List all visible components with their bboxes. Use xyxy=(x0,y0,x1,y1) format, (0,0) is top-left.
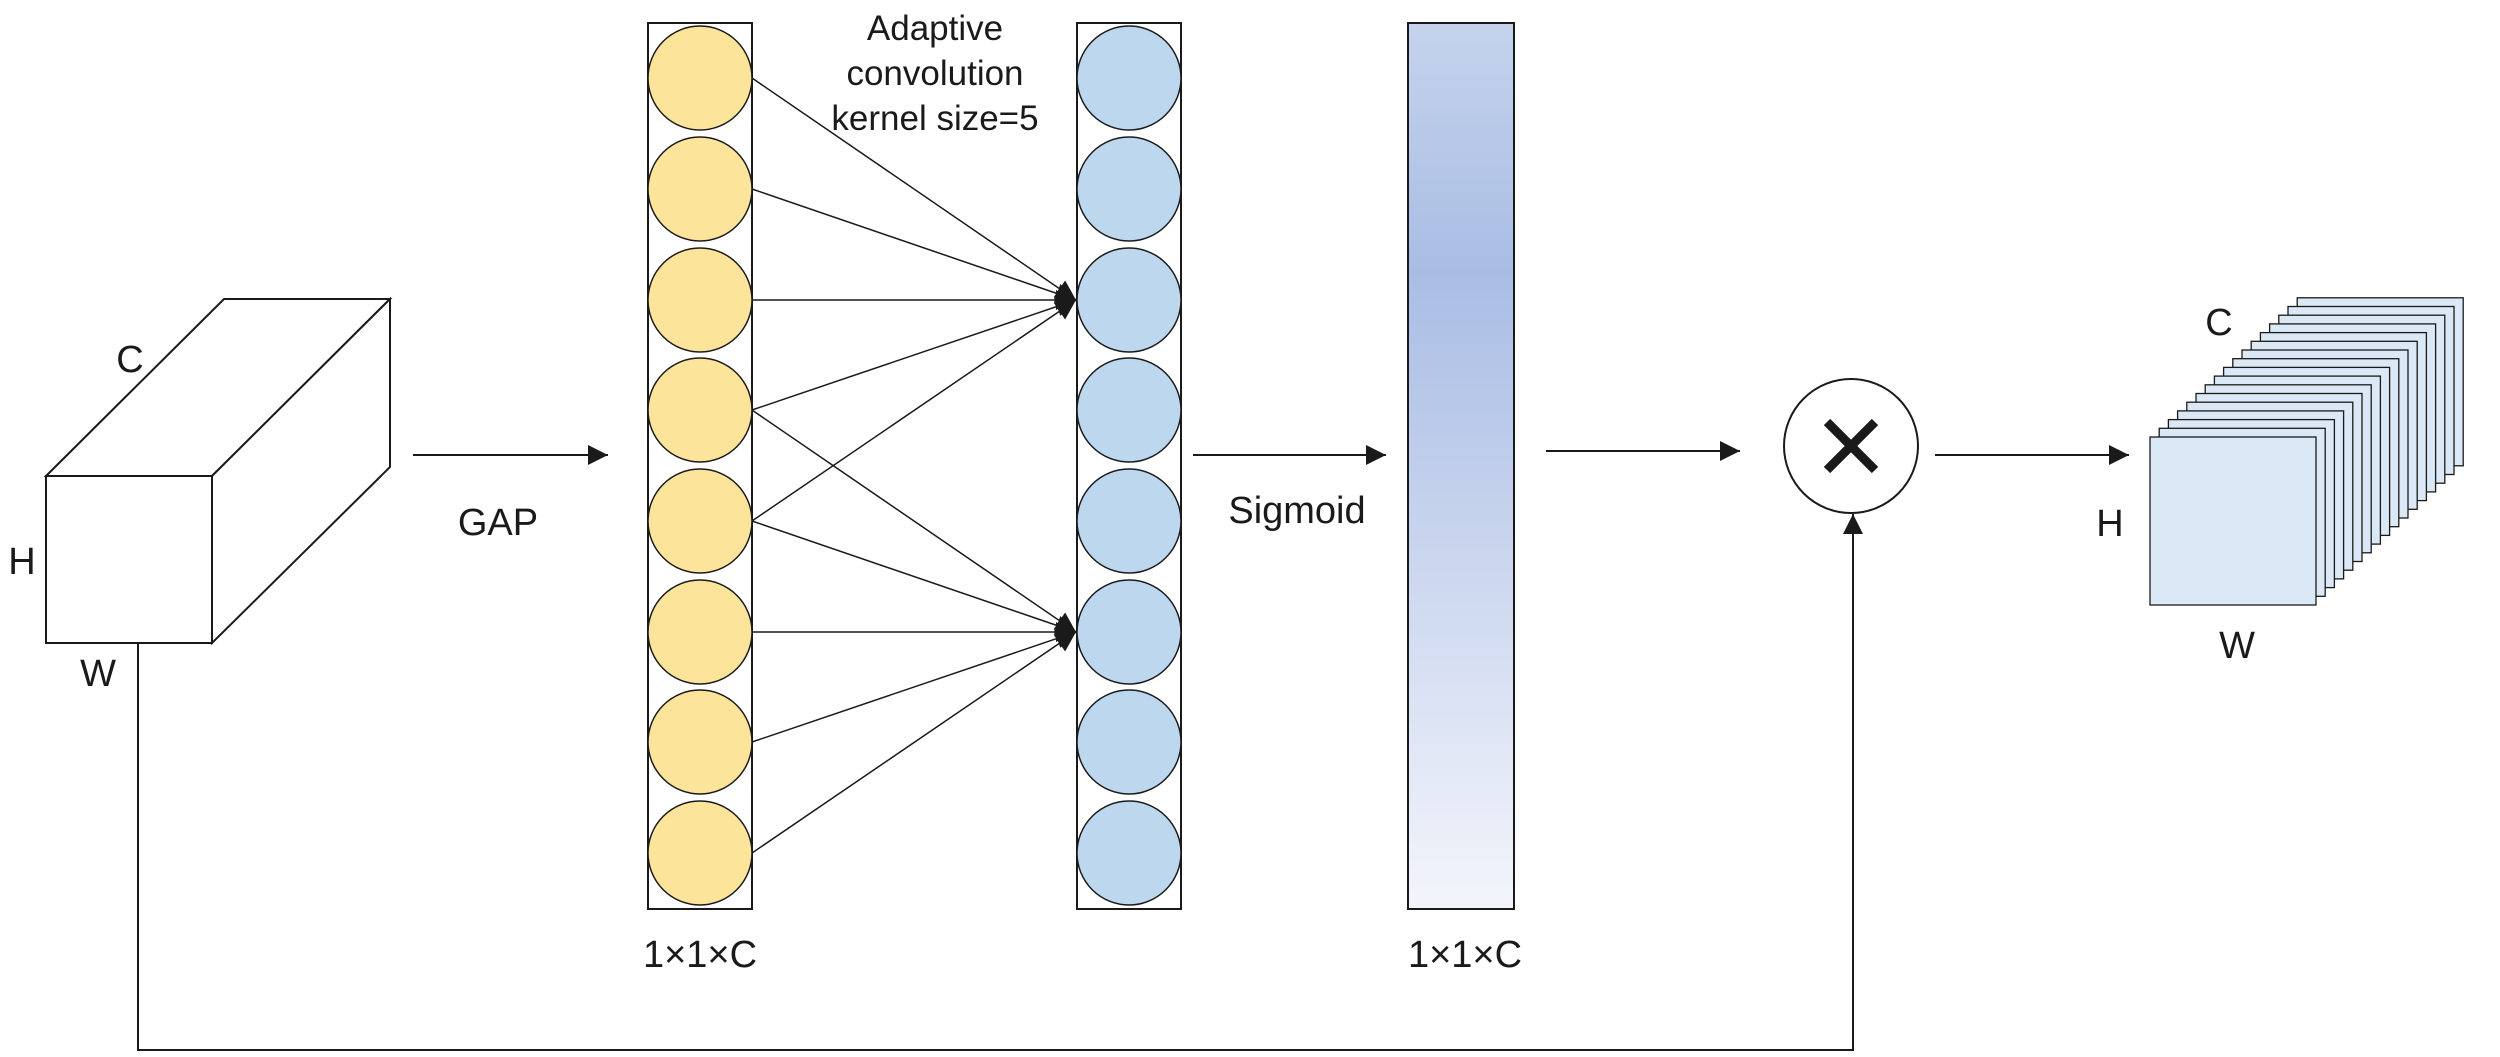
conv-node-7 xyxy=(1076,689,1182,795)
gap-node-1 xyxy=(647,25,753,131)
gap-node-4 xyxy=(647,357,753,463)
conv-node-2 xyxy=(1076,136,1182,242)
gap-vector-nodes xyxy=(647,25,753,906)
input-h-label: H xyxy=(8,541,35,583)
input-cube-front xyxy=(45,475,213,644)
gap-node-6 xyxy=(647,579,753,685)
conv-connection-8-to-6 xyxy=(751,631,1077,854)
conv-label-line1: Adaptive xyxy=(867,9,1003,48)
gap-node-8 xyxy=(647,800,753,906)
output-front-face xyxy=(2149,436,2317,606)
conv-connection-5-to-6 xyxy=(751,520,1077,635)
gap-vector-dimension: 1×1×C xyxy=(643,934,757,976)
multiply-icon xyxy=(1823,418,1879,474)
convolution-connections xyxy=(751,77,1077,854)
output-feature-stack xyxy=(2149,297,2464,606)
conv-vector-frame xyxy=(1076,22,1182,910)
gap-label: GAP xyxy=(458,502,538,544)
gap-node-3 xyxy=(647,247,753,353)
conv-connection-5-to-3 xyxy=(751,299,1077,522)
sigmoid-label: Sigmoid xyxy=(1228,490,1365,532)
weights-dimension: 1×1×C xyxy=(1408,934,1522,976)
input-w-label: W xyxy=(80,653,116,695)
output-w-label: W xyxy=(2219,625,2255,667)
conv-node-4 xyxy=(1076,357,1182,463)
conv-node-5 xyxy=(1076,468,1182,574)
conv-connection-4-to-3 xyxy=(751,296,1077,411)
input-feature-cube xyxy=(43,296,393,646)
conv-connection-7-to-6 xyxy=(751,628,1077,743)
conv-node-3 xyxy=(1076,247,1182,353)
conv-node-1 xyxy=(1076,25,1182,131)
gap-node-2 xyxy=(647,136,753,242)
conv-vector-nodes xyxy=(1076,25,1182,906)
conv-connection-2-to-3 xyxy=(751,188,1077,303)
gap-vector-frame xyxy=(647,22,753,910)
output-h-label: H xyxy=(2096,503,2123,545)
conv-label-line2: convolution xyxy=(846,54,1023,93)
skip-connection-arrow xyxy=(137,514,1863,1051)
input-c-label: C xyxy=(116,339,143,381)
multiply-node xyxy=(1783,378,1919,514)
gap-node-5 xyxy=(647,468,753,574)
output-c-label: C xyxy=(2205,302,2232,344)
gap-node-7 xyxy=(647,689,753,795)
conv-connection-1-to-3 xyxy=(751,77,1077,301)
channel-weights-bar xyxy=(1407,22,1515,910)
conv-connection-4-to-6 xyxy=(751,409,1077,633)
conv-node-6 xyxy=(1076,579,1182,685)
conv-label-line3: kernel size=5 xyxy=(831,99,1038,138)
conv-node-8 xyxy=(1076,800,1182,906)
